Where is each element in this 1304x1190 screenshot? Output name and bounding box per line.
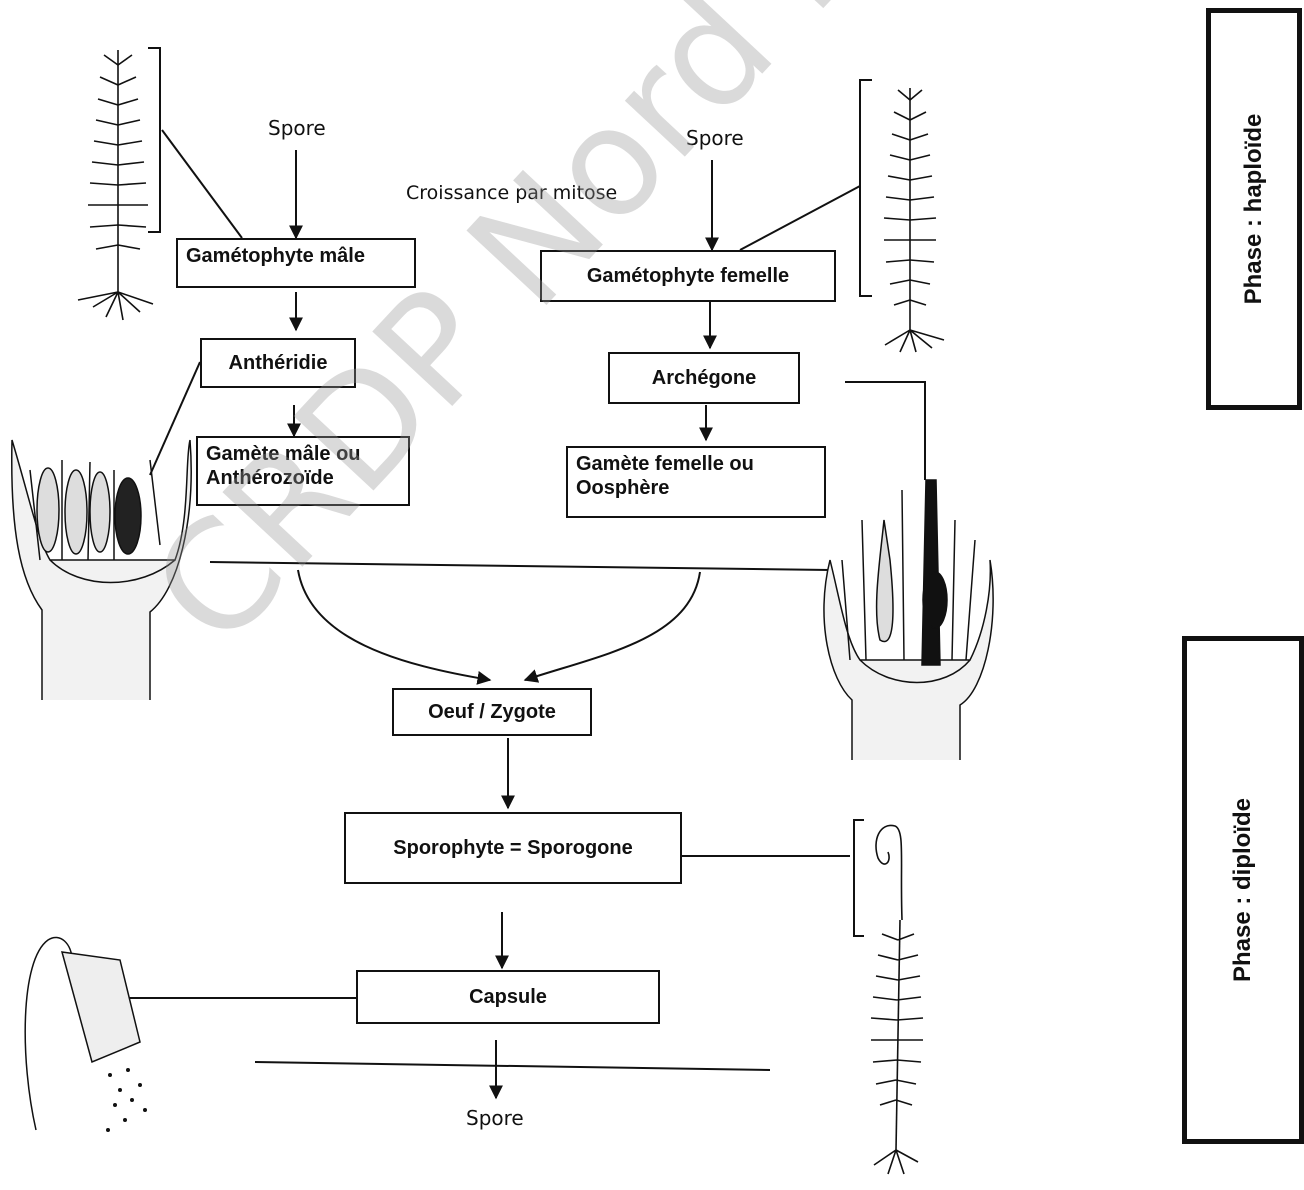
spore-label-top-right: Spore [686,126,744,150]
curve-female-to-zygote [523,571,701,683]
gamete-male-line2: Anthérozoïde [206,467,334,489]
sporophyte-box: Sporophyte = Sporogone [344,812,682,884]
female-gametophyte-plant-illustration [883,88,945,353]
curve-male-to-zygote [297,569,492,685]
archegonium-illustration [823,479,994,760]
capsule-illustration [24,936,147,1132]
gamete-male-box: Gamète mâle ou Anthérozoïde [196,436,410,506]
antheridie-box: Anthéridie [200,338,356,388]
gamete-female-box: Gamète femelle ou Oosphère [566,446,826,518]
bracket-male-plant [148,47,161,233]
gamete-female-line1: Gamète femelle ou [576,453,754,475]
gametophyte-male-box: Gamétophyte mâle [176,238,416,288]
separator-bottom [254,1061,771,1071]
phase-diploid-label: Phase : diploïde [1229,797,1256,983]
spore-label-bottom: Spore [466,1106,524,1130]
gametophyte-female-box: Gamétophyte femelle [540,250,836,302]
male-gametophyte-plant-illustration [77,50,154,321]
bracket-female-plant [859,79,872,297]
connector-female-plant [739,185,861,251]
bracket-sporophyte [853,819,864,937]
phase-haploid-label: Phase : haploïde [1240,113,1267,305]
antheridium-illustration [11,439,192,700]
phase-diploid-panel: Phase : diploïde [1182,636,1304,1144]
gamete-male-line1: Gamète mâle ou [206,443,361,465]
growth-note: Croissance par mitose [406,182,618,204]
capsule-box: Capsule [356,970,660,1024]
connector-archegone [845,381,926,480]
sporophyte-plant-illustration [870,824,924,1175]
gamete-female-line2: Oosphère [576,477,670,499]
connector-antheridie [149,361,201,476]
archegone-box: Archégone [608,352,800,404]
spore-label-top-left: Spore [268,116,326,140]
phase-haploid-panel: Phase : haploïde [1206,8,1302,410]
zygote-box: Oeuf / Zygote [392,688,592,736]
connector-male-plant [161,129,243,239]
separator-top [209,561,831,571]
